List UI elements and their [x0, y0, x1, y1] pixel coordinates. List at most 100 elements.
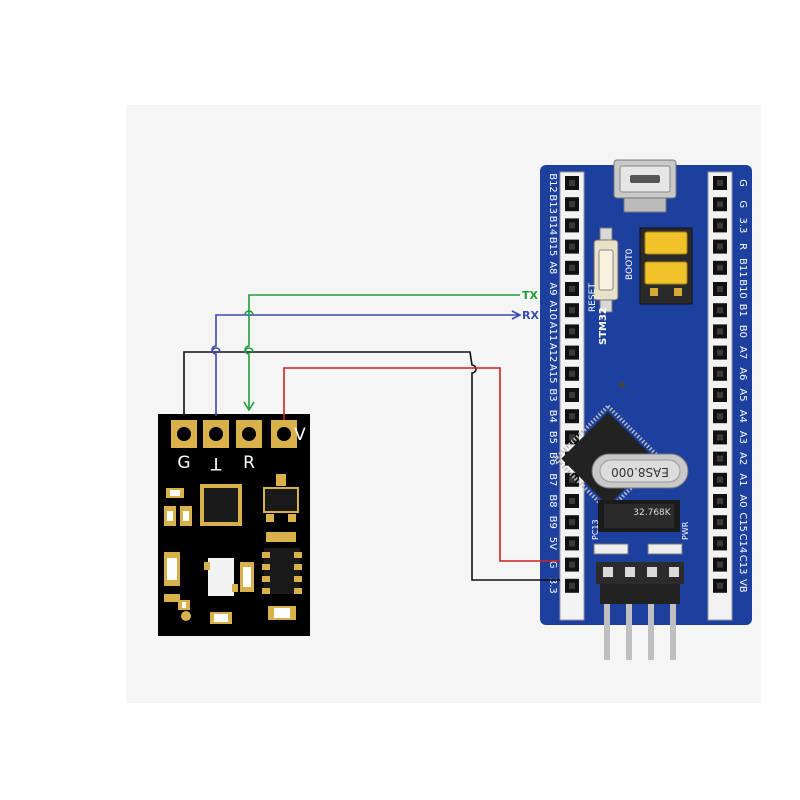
- wires: [183, 294, 560, 581]
- header-hole-inner: [569, 349, 575, 356]
- right-pin-label: A5: [737, 388, 748, 401]
- left-pin-label: 3.3: [547, 578, 558, 594]
- right-pin-label: VB: [737, 579, 748, 593]
- pwr-label: PWR: [681, 521, 690, 540]
- rtc-crystal: [598, 500, 680, 532]
- module-regulator: [263, 474, 299, 522]
- header-hole-inner: [569, 392, 575, 398]
- right-pin-label: A6: [737, 367, 748, 380]
- micro-usb-connector: [613, 159, 677, 213]
- header-hole-inner: [569, 264, 575, 271]
- left-pin-label: G: [547, 561, 558, 569]
- header-hole-inner: [569, 540, 575, 547]
- right-pin-label: R: [737, 243, 748, 250]
- left-pin-label: A11: [547, 322, 558, 342]
- module-soic-chip: [262, 532, 302, 594]
- swd-header: [596, 562, 684, 660]
- boot-jumpers: [639, 227, 693, 305]
- header-hole-inner: [569, 286, 575, 292]
- left-pin-label: A12: [547, 343, 558, 363]
- left-pin-label: 5V: [547, 537, 558, 550]
- right-pin-label: B0: [737, 325, 748, 338]
- tx-hop-over-rx: [244, 310, 254, 316]
- boot-label: BOOT0: [625, 248, 635, 280]
- left-pin-label: A15: [547, 364, 558, 384]
- sensor-module: G T R V: [158, 414, 310, 636]
- header-hole-inner: [569, 519, 575, 526]
- header-hole-inner: [569, 582, 575, 589]
- right-pin-label: A4: [737, 410, 748, 423]
- module-white-component: [204, 558, 238, 596]
- right-pin-label: A2: [737, 452, 748, 465]
- header-hole-inner: [717, 222, 723, 229]
- right-pin-label: A7: [737, 346, 748, 359]
- tx-hop: [244, 347, 254, 353]
- module-qfn-chip: [200, 484, 242, 526]
- left-pin-label: B4: [547, 410, 558, 423]
- left-pin-label: B8: [547, 494, 558, 507]
- header-hole-inner: [717, 307, 723, 314]
- left-pin-label: B15: [547, 237, 558, 257]
- header-hole-inner: [717, 370, 723, 377]
- header-hole-inner: [717, 476, 723, 483]
- header-hole-inner: [569, 201, 575, 208]
- stm32-label: STM32: [598, 307, 609, 345]
- reset-label: RESET: [588, 283, 598, 312]
- left-pin-label: B3: [547, 388, 558, 401]
- header-hole-inner: [569, 413, 575, 420]
- header-hole-inner: [717, 434, 723, 441]
- right-pin-label: B11: [737, 258, 748, 278]
- header-hole-inner: [717, 349, 723, 356]
- left-pin-label: A10: [547, 300, 558, 320]
- module-passives: [164, 488, 296, 624]
- tx-arrow: [243, 401, 255, 412]
- header-hole-inner: [569, 328, 575, 335]
- pc13-label: PC13: [591, 519, 600, 540]
- right-pin-label: B10: [737, 279, 748, 299]
- left-pin-label: B5: [547, 431, 558, 444]
- header-hole-inner: [717, 582, 723, 589]
- header-hole-inner: [569, 307, 575, 314]
- module-pin-label-t: T: [210, 453, 222, 473]
- rx-label: RX: [522, 309, 539, 322]
- module-pad-hole: [277, 427, 291, 441]
- right-pin-label: G: [737, 200, 748, 208]
- rx-arrow: [511, 310, 522, 320]
- left-pin-label: B7: [547, 473, 558, 486]
- crystal-label: EAS8.000: [611, 465, 669, 479]
- right-pin-label: A0: [737, 494, 748, 507]
- header-hole-inner: [717, 328, 723, 335]
- left-pin-label: B9: [547, 516, 558, 529]
- module-pad-hole: [242, 427, 256, 441]
- header-hole-inner: [569, 434, 575, 441]
- right-pin-label: A1: [737, 473, 748, 486]
- rtc-crystal-label: 32.768K: [633, 508, 671, 518]
- status-leds: [593, 543, 683, 555]
- header-hole-inner: [569, 476, 575, 483]
- reset-button: [593, 227, 619, 313]
- header-hole-inner: [717, 180, 723, 186]
- header-hole-inner: [717, 561, 723, 568]
- header-hole-inner: [569, 222, 575, 229]
- left-pin-label: B14: [547, 216, 558, 236]
- left-pin-label: A9: [547, 282, 558, 295]
- header-hole-inner: [569, 561, 575, 568]
- header-hole-inner: [569, 498, 575, 504]
- header-hole-inner: [717, 201, 723, 208]
- stm32-board: B12B13B14B15A8A9A10A11A12A15B3B4B5B6B7B8…: [540, 159, 752, 660]
- right-pin-label: C15: [737, 512, 748, 532]
- right-pin-label: C13: [737, 555, 748, 575]
- module-pad-hole: [209, 427, 223, 441]
- left-pin-label: B13: [547, 194, 558, 214]
- header-hole-inner: [717, 286, 723, 292]
- left-pin-label: B6: [547, 452, 558, 465]
- header-hole-inner: [717, 540, 723, 547]
- right-pin-label: B1: [737, 304, 748, 317]
- header-hole-inner: [569, 243, 575, 250]
- right-pin-label: 3.3: [737, 217, 748, 233]
- crystal-oscillator: [591, 453, 689, 489]
- right-pin-label: G: [737, 179, 748, 187]
- module-pin-label-g: G: [177, 453, 190, 473]
